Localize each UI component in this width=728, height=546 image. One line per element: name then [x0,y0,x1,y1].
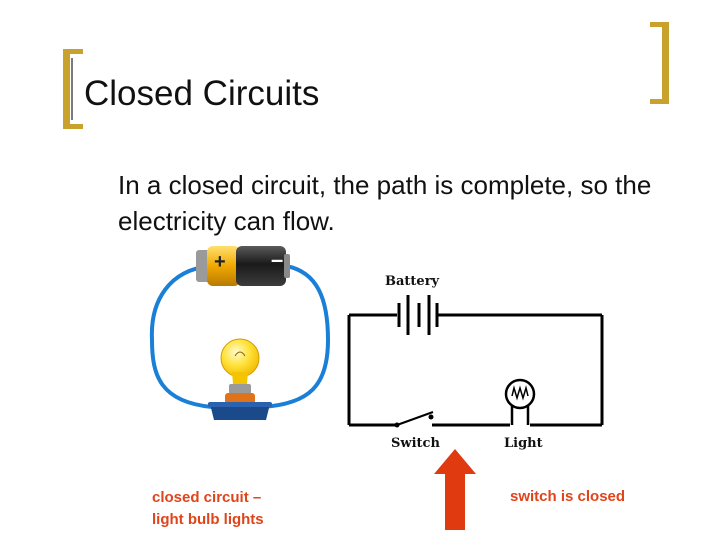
battery-plus-sign: + [214,251,226,273]
right-bracket [650,22,669,104]
battery-icon [196,246,290,286]
closed-circuit-caption: closed circuit – light bulb lights [152,487,264,531]
switch-symbol [394,411,434,428]
page-title: Closed Circuits [84,74,320,113]
red-arrow-icon [434,449,476,530]
battery-label: Battery [385,274,440,289]
battery-symbol [397,295,439,335]
switch-label: Switch [391,436,440,451]
switch-closed-caption: switch is closed [510,488,626,505]
closed-circuit-caption-line2: light bulb lights [152,511,264,528]
closed-circuit-caption-line1: closed circuit – [152,489,262,506]
pictorial-circuit [149,246,331,420]
light-bulb-icon [208,338,272,420]
left-bracket [63,49,83,129]
lamp-symbol [504,378,536,425]
body-text: In a closed circuit, the path is complet… [118,170,652,236]
battery-minus-sign: – [271,247,284,272]
circuit-wire [149,264,331,409]
light-label: Light [504,436,543,451]
schematic-circuit [347,295,604,428]
